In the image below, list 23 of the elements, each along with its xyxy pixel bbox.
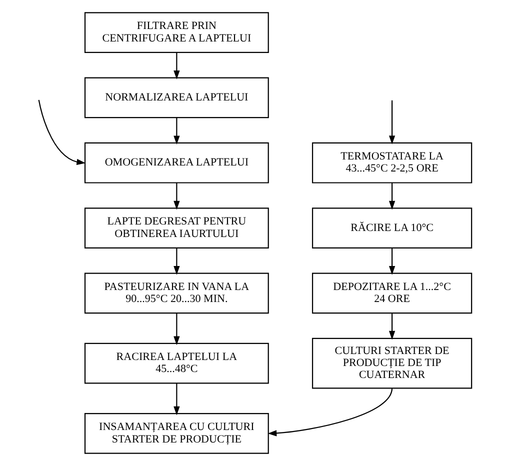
arrow <box>174 182 180 210</box>
arrow <box>174 52 180 80</box>
node-box: NORMALIZAREA LAPTELUI <box>84 77 269 118</box>
node-box: OMOGENIZAREA LAPTELUI <box>84 142 269 184</box>
node-box: FILTRARE PRIN CENTRIFUGARE A LAPTELUI <box>84 12 269 53</box>
node-box: RACIREA LAPTELUI LA 45...48°C <box>84 342 269 384</box>
arrow <box>174 118 180 145</box>
node-box: DEPOZITARE LA 1...2°C 24 ORE <box>312 272 472 314</box>
arrow <box>388 313 396 340</box>
node-box: PASTEURIZARE IN VANA LA 90...95°C 20...30 MIN. <box>84 272 269 314</box>
node-box: INSAMANȚAREA CU CULTURI STARTER DE PRODUCȚIE <box>84 413 269 454</box>
arrow <box>174 383 180 416</box>
node-box: LAPTE DEGRESAT PENTRU OBTINEREA IAURTULUI <box>84 208 269 248</box>
arrow <box>388 182 396 210</box>
arrow <box>388 100 396 144</box>
node-box: TERMOSTATARE LA 43...45°C 2-2,5 ORE <box>312 142 472 184</box>
arrow <box>268 388 393 436</box>
node-box: CULTURI STARTER DE PRODUCȚIE DE TIP CUATERNAR <box>312 338 472 389</box>
arrow <box>38 100 86 166</box>
node-box: RĂCIRE LA 10°C <box>312 208 472 248</box>
arrow <box>388 248 396 275</box>
arrow <box>174 248 180 275</box>
arrow <box>174 313 180 346</box>
